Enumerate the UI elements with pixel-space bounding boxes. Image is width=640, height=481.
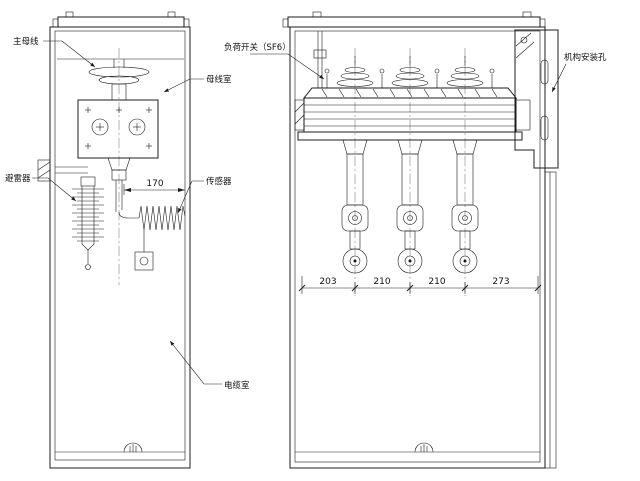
annotations: 主母线 母线室 负荷开关（SF6） 避雷器 传感器 电缆室 机构安装孔 — [5, 36, 607, 391]
leader-main-busbar — [43, 40, 96, 68]
bushing-stack-3 — [446, 56, 484, 87]
leader-arrester — [32, 177, 77, 202]
leader-busbar-compartment — [163, 78, 204, 93]
leader-cable-compartment — [169, 340, 222, 385]
label-load-switch-sf6: 负荷开关（SF6） — [224, 42, 291, 53]
label-sensor: 传感器 — [206, 176, 232, 187]
label-cable-compartment: 电缆室 — [224, 380, 250, 391]
bushing-stack-1 — [336, 56, 374, 87]
front-section-view: 203 210 210 273 — [282, 11, 559, 469]
leader-mounting-holes — [551, 63, 567, 93]
cable-bushing-1 — [341, 139, 369, 274]
label-mechanism-mounting-holes: 机构安装孔 — [564, 52, 607, 63]
bushing-stack-2 — [391, 56, 429, 87]
dim-210-a: 210 — [373, 277, 390, 287]
label-arrester: 避雷器 — [5, 173, 31, 184]
dim-273: 273 — [492, 277, 509, 287]
cable-bushing-3 — [451, 139, 479, 274]
left-side-view: 170 — [37, 11, 191, 469]
leader-load-switch — [250, 53, 325, 80]
label-main-busbar: 主母线 — [13, 36, 39, 47]
dim-210-b: 210 — [428, 277, 445, 287]
dim-203: 203 — [319, 277, 336, 287]
cable-bushing-2 — [396, 139, 424, 274]
label-busbar-compartment: 母线室 — [206, 74, 232, 85]
dim-170: 170 — [146, 179, 163, 189]
leader-sensor — [177, 180, 204, 214]
